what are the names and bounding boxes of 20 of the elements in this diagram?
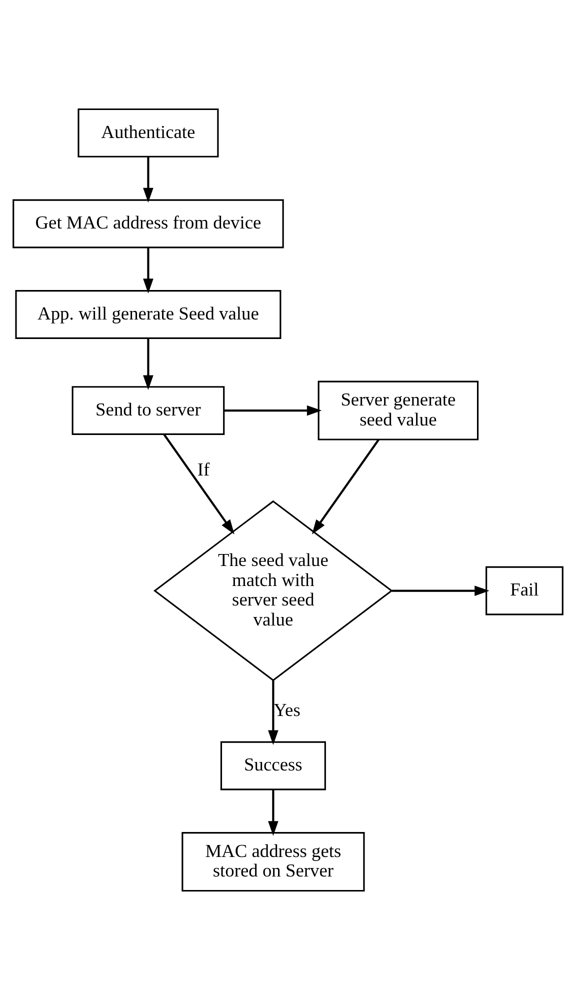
edge-label: Yes — [274, 700, 300, 720]
arrow — [143, 248, 154, 294]
arrow — [143, 338, 154, 390]
node-box: App. will generate Seed value — [15, 290, 282, 339]
arrow — [268, 790, 278, 836]
arrow — [163, 434, 234, 534]
node-box: MAC address gets stored on Server — [182, 832, 365, 892]
node-box: Get MAC address from device — [12, 199, 284, 248]
node-box: Server generate seed value — [318, 380, 479, 440]
arrow — [392, 586, 490, 596]
arrow — [268, 680, 278, 746]
node-box: Authenticate — [78, 108, 219, 158]
arrow — [312, 439, 380, 534]
arrow — [224, 405, 322, 416]
node-box: Send to server — [72, 386, 225, 436]
node-diamond: The seed value match with server seed value — [153, 500, 393, 682]
edge-label: If — [197, 459, 210, 480]
node-box: Fail — [486, 566, 564, 616]
arrow — [143, 156, 154, 203]
node-box: Success — [220, 741, 326, 790]
